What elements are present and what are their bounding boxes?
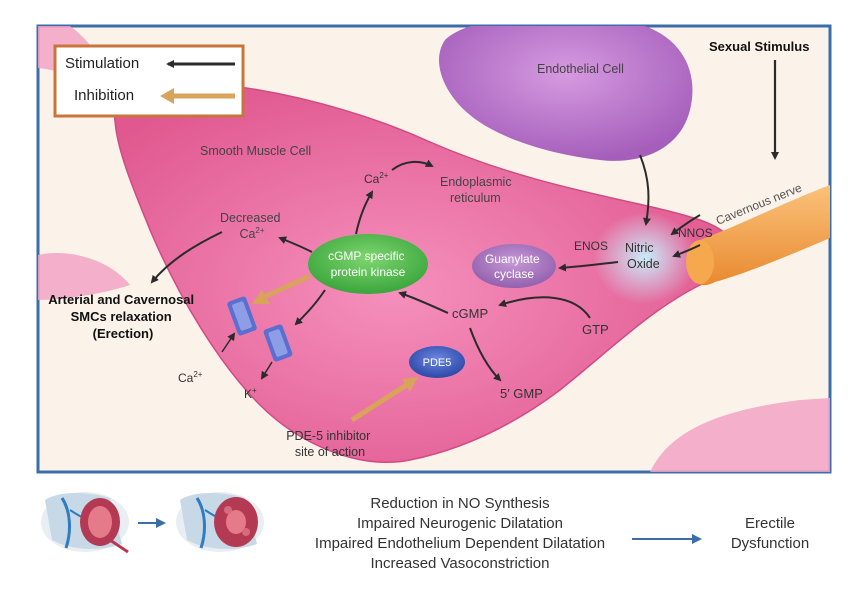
decreased-ca-line-2: Ca2+ xyxy=(239,226,264,241)
cgmp-to-kinase-arrow xyxy=(398,291,449,314)
pde5-inhibitor-label: PDE-5 inhibitor site of action xyxy=(286,429,374,459)
relaxation-line-2: SMCs relaxation xyxy=(71,309,172,324)
cgmp-label: cGMP xyxy=(452,306,488,321)
impairment-item: Impaired Neurogenic Dilatation xyxy=(357,515,563,532)
k-channel-flow-arrow xyxy=(260,361,273,380)
endothelial-to-no-arrow xyxy=(639,154,651,226)
smooth-muscle-cell-label: Smooth Muscle Cell xyxy=(200,144,311,158)
no-to-guanylate-arrow xyxy=(558,261,619,272)
cavernous-nerve xyxy=(686,185,830,286)
legend-inhibition-label: Inhibition xyxy=(74,87,134,104)
gtp-label: GTP xyxy=(582,322,609,337)
cgmp-protein-kinase xyxy=(308,234,428,294)
enos-label: ENOS xyxy=(574,239,608,253)
potassium-channel xyxy=(263,324,293,362)
nitric-oxide-line-2: Oxide xyxy=(627,257,660,271)
impairment-item: Impaired Endothelium Dependent Dilatatio… xyxy=(314,535,606,552)
nnos-label: NNOS xyxy=(678,226,713,240)
cgmp-to-5gmp-arrow xyxy=(469,327,502,382)
nitric-oxide-line-1: Nitric xyxy=(625,241,653,255)
relaxation-line-3: (Erection) xyxy=(93,326,154,341)
gtp-to-cgmp-arrow xyxy=(498,296,591,319)
impairment-item: Reduction in NO Synthesis xyxy=(370,495,550,512)
endothelial-cell xyxy=(439,26,693,161)
decreased-ca-label: Decreased Ca2+ xyxy=(220,211,284,241)
decreased-ca-line-1: Decreased xyxy=(220,211,280,225)
pde5-inhibitor-line-2: site of action xyxy=(295,445,365,459)
endoplasmic-reticulum-label: Endoplasmic reticulum xyxy=(440,175,515,205)
kinase-to-ca-arrow xyxy=(355,190,374,235)
ca-top-label: Ca2+ xyxy=(364,171,389,186)
result-line-2: Dysfunction xyxy=(730,535,810,552)
result-line-1: Erectile xyxy=(744,515,796,532)
decreased-ca-to-relaxation-arrow xyxy=(150,231,223,284)
guanylate-cyclase-label: Guanylate cyclase xyxy=(485,252,543,281)
relaxation-line-1: Arterial and Cavernosal xyxy=(48,292,194,307)
cgmp-kinase-line-1: cGMP specific xyxy=(328,249,404,263)
ca-channel-superscript: 2+ xyxy=(193,370,202,379)
background-cell-left xyxy=(38,253,130,300)
er-line-1: Endoplasmic xyxy=(440,175,512,189)
cgmp-kinase-label: cGMP specific protein kinase xyxy=(328,249,408,279)
er-line-2: reticulum xyxy=(450,191,501,205)
kinase-to-channel-inhibition-head xyxy=(252,290,270,304)
ca-to-er-arrow xyxy=(391,159,434,171)
ca-channel-flow-arrow xyxy=(221,332,236,353)
relaxation-label: Arterial and Cavernosal SMCs relaxation … xyxy=(48,292,198,341)
pde5-label: PDE5 xyxy=(423,357,452,369)
pde5-inhibitor-arrow xyxy=(350,381,410,423)
impairment-item: Increased Vasoconstriction xyxy=(370,555,550,572)
nitric-oxide-label: Nitric Oxide xyxy=(625,241,660,271)
legend: Stimulation Inhibition xyxy=(53,44,245,118)
five-gmp-label: 5′ GMP xyxy=(500,386,543,401)
kinase-to-k-channel-arrow xyxy=(294,289,326,326)
kinase-to-decreased-ca-arrow xyxy=(278,236,313,253)
endothelial-cell-label: Endothelial Cell xyxy=(537,62,624,76)
damaged-vessel-illustration xyxy=(176,492,264,552)
pde5-inhibitor-line-1: PDE-5 inhibitor xyxy=(286,429,370,443)
ca-channel-label: Ca2+ xyxy=(178,370,203,385)
guanylate-cyclase xyxy=(472,244,556,288)
cgmp-kinase-line-2: protein kinase xyxy=(331,265,406,279)
nerve-to-no-arrow-1 xyxy=(670,214,701,236)
decreased-ca-superscript: 2+ xyxy=(255,226,264,235)
pde5-enzyme xyxy=(409,346,465,378)
inhibition-arrow-head xyxy=(160,88,174,104)
background-cell-bottom-right xyxy=(650,398,830,472)
calcium-channel xyxy=(227,296,257,336)
pde5-inhibitor-arrow-head xyxy=(402,377,418,392)
impairments-list: Reduction in NO Synthesis Impaired Neuro… xyxy=(270,494,650,574)
nerve-to-no-arrow-2 xyxy=(672,244,701,258)
guanylate-cyclase-line-2: cyclase xyxy=(494,267,534,281)
guanylate-cyclase-line-1: Guanylate xyxy=(485,252,540,266)
legend-stimulation-label: Stimulation xyxy=(65,55,139,72)
kinase-to-channel-inhibition xyxy=(260,273,312,301)
ca-top-superscript: 2+ xyxy=(379,171,388,180)
sexual-stimulus-label: Sexual Stimulus xyxy=(709,39,809,54)
k-channel-label: K+ xyxy=(244,386,257,401)
erectile-dysfunction-label: Erectile Dysfunction xyxy=(700,514,840,554)
healthy-vessel-illustration xyxy=(41,492,129,554)
k-channel-superscript: + xyxy=(252,386,257,395)
